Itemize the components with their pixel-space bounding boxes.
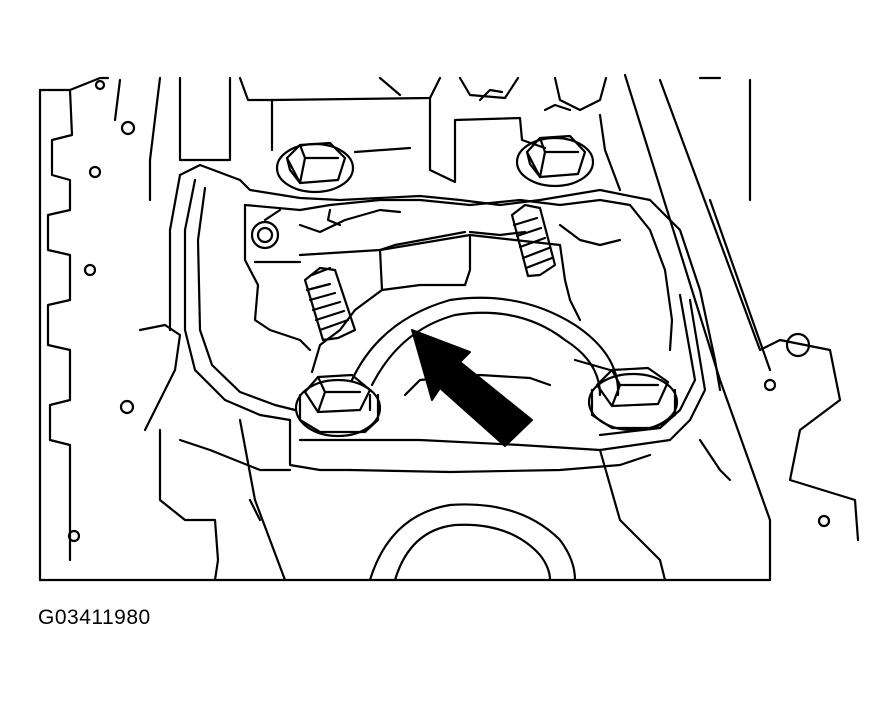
- bolt-bottom-left: [294, 373, 382, 438]
- gasket-holes-left: [67, 79, 136, 543]
- cap-saddle: [298, 230, 620, 412]
- housing-flange: [168, 163, 722, 452]
- stud-right: [510, 203, 557, 278]
- upper-housing: [178, 76, 622, 192]
- bearing-cap: [243, 198, 674, 352]
- gasket-left-edge: [38, 76, 162, 582]
- stud-left: [303, 266, 357, 342]
- gasket-right-edge: [623, 73, 860, 582]
- bolt-top-right: [515, 134, 595, 188]
- bolt-top-left: [275, 141, 355, 194]
- pointer-arrow: [411, 329, 533, 447]
- lower-block: [138, 323, 667, 582]
- bolt-bottom-right: [587, 366, 679, 432]
- figure-id-label: G03411980: [38, 606, 151, 629]
